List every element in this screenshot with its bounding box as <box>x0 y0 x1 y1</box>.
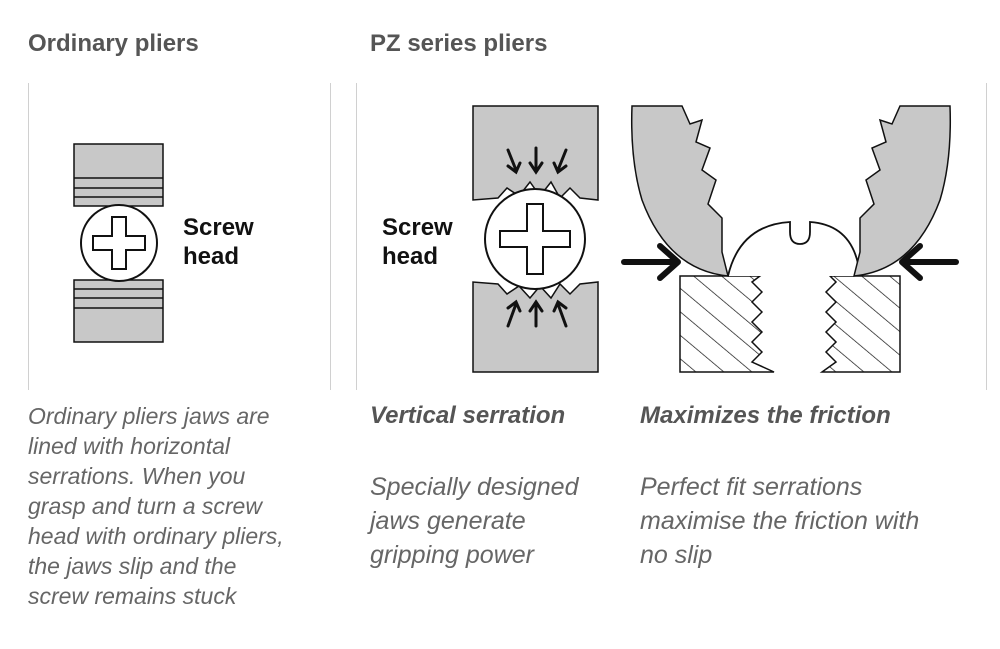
screw-thread-right <box>819 275 901 373</box>
phillips-cross-icon <box>499 203 571 275</box>
caption-line: the jaws slip and the <box>28 553 237 579</box>
maximizes-friction-heading: Maximizes the friction <box>640 402 891 429</box>
ordinary-lower-jaw <box>73 279 164 343</box>
caption-line: Ordinary pliers jaws are <box>28 403 270 429</box>
pz-friction-diagram <box>621 105 959 373</box>
caption-line: grasp and turn a screw <box>28 493 262 519</box>
pz-screw-label-line1: Screw <box>382 214 453 241</box>
pz-frame-left <box>356 83 357 390</box>
caption-line: lined with horizontal <box>28 433 231 459</box>
caption-line: gripping power <box>370 541 534 569</box>
ordinary-pliers-caption: Ordinary pliers jaws are lined with hori… <box>28 401 328 611</box>
ordinary-frame-right <box>330 83 331 390</box>
caption-line: maximise the friction with <box>640 507 920 535</box>
pz-screw-label-line2: head <box>382 243 438 270</box>
maximizes-friction-caption: Perfect fit serrations maximise the fric… <box>640 470 990 572</box>
screw-head-profile <box>727 221 861 277</box>
ordinary-pliers-diagram: Screw head <box>73 143 254 343</box>
arrow-down-icon <box>552 148 568 175</box>
pz-frame-right <box>986 83 987 390</box>
pz-screw-head <box>484 188 586 290</box>
arrow-left-icon <box>899 243 959 281</box>
ordinary-screw-label-line2: head <box>183 243 239 270</box>
caption-line: Perfect fit serrations <box>640 473 863 501</box>
pz-up-arrows <box>506 299 568 328</box>
ordinary-upper-jaw <box>73 143 164 207</box>
ordinary-screw-label-line1: Screw <box>183 214 254 241</box>
pz-down-arrows <box>506 146 568 175</box>
caption-line: screw remains stuck <box>28 583 237 609</box>
screw-thread-left <box>679 275 775 373</box>
ordinary-pliers-heading: Ordinary pliers <box>28 30 199 57</box>
pz-vertical-serration-diagram: Screw head <box>382 105 599 373</box>
caption-line: serrations. When you <box>28 463 246 489</box>
caption-line: Specially designed <box>370 473 579 501</box>
pz-left-jaw <box>630 105 729 277</box>
pz-right-jaw <box>853 105 952 277</box>
phillips-cross-icon <box>92 216 146 270</box>
arrow-right-icon <box>621 243 681 281</box>
vertical-serration-caption: Specially designed jaws generate grippin… <box>370 470 630 572</box>
ordinary-frame-left <box>28 83 29 390</box>
caption-line: head with ordinary pliers, <box>28 523 284 549</box>
arrow-down-icon <box>528 146 544 175</box>
arrow-up-icon <box>506 299 522 328</box>
caption-line: jaws generate <box>370 507 526 535</box>
arrow-down-icon <box>506 148 522 175</box>
vertical-serration-heading: Vertical serration <box>370 402 566 429</box>
ordinary-screw-head <box>80 204 158 282</box>
arrow-up-icon <box>528 299 544 328</box>
pz-series-pliers-heading: PZ series pliers <box>370 30 548 57</box>
caption-line: no slip <box>640 541 713 569</box>
arrow-up-icon <box>552 299 568 328</box>
